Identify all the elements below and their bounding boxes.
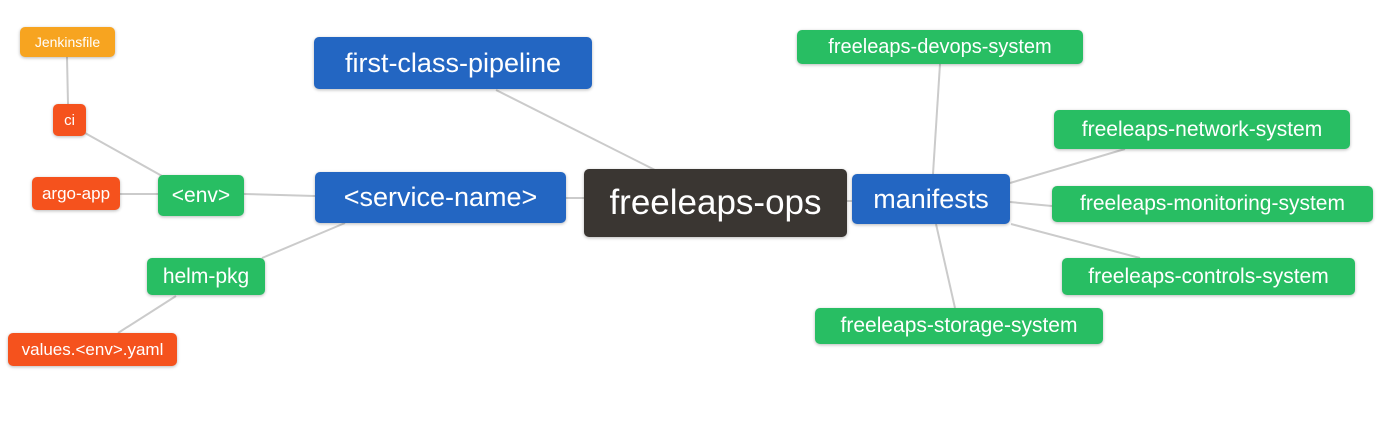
edge-ci-env xyxy=(84,132,163,177)
edge-manifests-network-system xyxy=(1009,148,1126,184)
edge-pipeline-root xyxy=(495,89,656,171)
node-service-name[interactable]: <service-name> xyxy=(315,172,566,223)
node-manifests[interactable]: manifests xyxy=(852,174,1010,224)
edge-values-helm-pkg xyxy=(117,295,177,334)
edge-helm-pkg-service-name xyxy=(261,222,346,259)
edge-manifests-storage-system xyxy=(935,223,956,309)
node-freeleaps-devops-system[interactable]: freeleaps-devops-system xyxy=(797,30,1083,64)
node-env[interactable]: <env> xyxy=(158,175,244,216)
node-ci[interactable]: ci xyxy=(53,104,86,136)
node-jenkinsfile[interactable]: Jenkinsfile xyxy=(20,27,115,57)
node-argo-app[interactable]: argo-app xyxy=(32,177,120,210)
edge-manifests-devops-system xyxy=(932,63,941,175)
edge-manifests-monitoring-system xyxy=(1009,201,1053,207)
edge-jenkinsfile-ci xyxy=(66,56,69,105)
edge-manifests-controls-system xyxy=(1010,223,1141,259)
node-freeleaps-storage-system[interactable]: freeleaps-storage-system xyxy=(815,308,1103,344)
node-freeleaps-controls-system[interactable]: freeleaps-controls-system xyxy=(1062,258,1355,295)
node-helm-pkg[interactable]: helm-pkg xyxy=(147,258,265,295)
node-first-class-pipeline[interactable]: first-class-pipeline xyxy=(314,37,592,89)
node-freeleaps-ops-root[interactable]: freeleaps-ops xyxy=(584,169,847,237)
node-freeleaps-monitoring-system[interactable]: freeleaps-monitoring-system xyxy=(1052,186,1373,222)
node-values-env-yaml[interactable]: values.<env>.yaml xyxy=(8,333,177,366)
edge-env-service-name xyxy=(243,193,316,197)
node-freeleaps-network-system[interactable]: freeleaps-network-system xyxy=(1054,110,1350,149)
